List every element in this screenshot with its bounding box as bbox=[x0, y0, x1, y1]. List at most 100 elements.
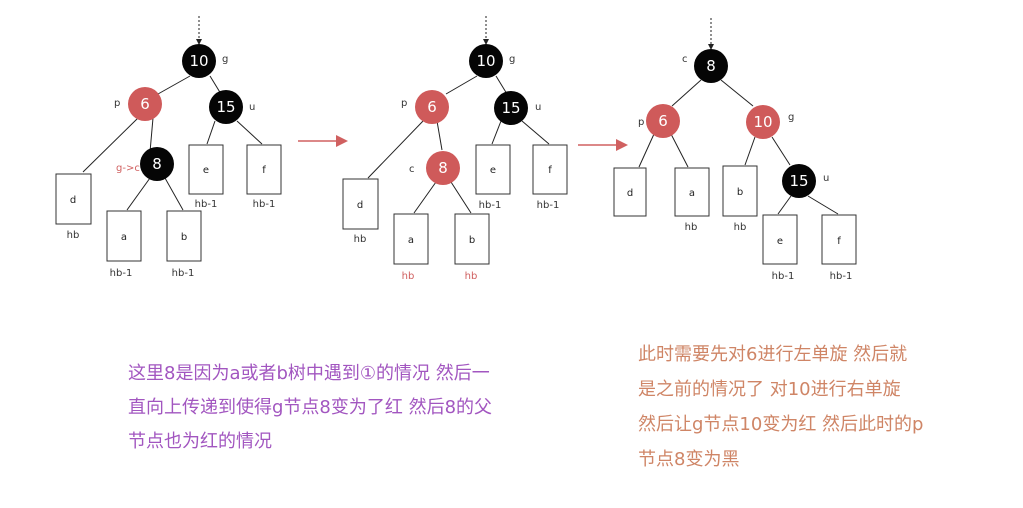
label-c: c bbox=[409, 164, 415, 175]
subtree-d bbox=[613, 167, 647, 217]
node-p bbox=[128, 87, 162, 121]
subtree-e bbox=[762, 214, 798, 265]
edge-g-p bbox=[157, 75, 191, 95]
node-u bbox=[209, 90, 243, 124]
subtree-f-height: hb-1 bbox=[253, 199, 276, 210]
tree-diagram-1: 10 g 6 p 15 u 8 g->c d hb e hb-1 f hb-1 … bbox=[55, 16, 282, 279]
subtree-d bbox=[55, 173, 92, 225]
subtree-d bbox=[342, 178, 379, 230]
edge-u-f bbox=[236, 120, 263, 145]
subtree-a-height: hb bbox=[685, 222, 698, 233]
subtree-e-height: hb-1 bbox=[772, 271, 795, 282]
node-g bbox=[182, 44, 216, 78]
edge-c-b bbox=[450, 181, 472, 214]
edge-x-a bbox=[126, 177, 151, 211]
subtree-b bbox=[722, 165, 758, 217]
label-u: u bbox=[249, 102, 255, 113]
label-g: g bbox=[222, 54, 228, 65]
subtree-f-label: f bbox=[837, 236, 841, 247]
node-c bbox=[694, 49, 728, 83]
edge-g-u bbox=[495, 75, 508, 95]
subtree-b-height: hb bbox=[734, 222, 747, 233]
subtree-d-label: d bbox=[70, 195, 76, 206]
subtree-f bbox=[821, 214, 857, 265]
subtree-e-height: hb-1 bbox=[479, 200, 502, 211]
note-line: 这里8是因为a或者b树中遇到①的情况 然后一 bbox=[128, 363, 490, 384]
edge-x-b bbox=[164, 177, 184, 211]
subtree-a-height: hb bbox=[402, 271, 415, 282]
note-line: 直向上传递到使得g节点8变为了红 然后8的父 bbox=[128, 397, 493, 418]
node-g-value: 10 bbox=[189, 52, 208, 70]
node-c bbox=[426, 151, 460, 185]
node-u bbox=[494, 91, 528, 125]
note-line: 节点也为红的情况 bbox=[128, 431, 272, 452]
subtree-d-label: d bbox=[627, 188, 633, 199]
subtree-e-label: e bbox=[203, 165, 209, 176]
label-g-to-c: g->c bbox=[116, 163, 140, 174]
subtree-d-label: d bbox=[357, 200, 363, 211]
subtree-b bbox=[454, 213, 490, 265]
subtree-f-label: f bbox=[548, 165, 552, 176]
edge-p-d bbox=[367, 119, 425, 179]
node-u-value: 15 bbox=[216, 98, 235, 116]
subtree-b bbox=[166, 210, 202, 262]
subtree-a bbox=[393, 213, 429, 265]
edge-u-e bbox=[491, 120, 502, 145]
node-x bbox=[140, 147, 174, 181]
note-line: 然后让g节点10变为红 然后此时的p bbox=[638, 414, 924, 435]
subtree-a-label: a bbox=[689, 188, 695, 199]
edge-u-e bbox=[777, 195, 792, 215]
edge-p-d bbox=[638, 133, 655, 168]
note-line: 节点8变为黑 bbox=[638, 449, 740, 470]
subtree-e-label: e bbox=[490, 165, 496, 176]
subtree-e bbox=[475, 144, 511, 195]
edge-p-c bbox=[436, 120, 443, 151]
tree-diagram-2: 10 g 6 p 15 u 8 c d hb e hb-1 f hb-1 a h… bbox=[342, 16, 568, 282]
node-g bbox=[746, 105, 780, 139]
subtree-f-height: hb-1 bbox=[537, 200, 560, 211]
edge-c-a bbox=[413, 181, 437, 214]
node-g-value: 10 bbox=[753, 113, 772, 131]
edge-p-x bbox=[149, 117, 154, 153]
edge-u-f bbox=[807, 195, 839, 215]
left-explanation-note: 这里8是因为a或者b树中遇到①的情况 然后一 直向上传递到使得g节点8变为了红 … bbox=[128, 357, 568, 459]
label-c: c bbox=[682, 54, 688, 65]
label-p: p bbox=[114, 98, 120, 109]
subtree-a-label: a bbox=[408, 235, 414, 246]
subtree-d-height: hb bbox=[354, 234, 367, 245]
edge-g-u bbox=[771, 136, 791, 166]
edge-u-f bbox=[521, 120, 550, 145]
node-c-value: 8 bbox=[706, 57, 716, 75]
note-line: 此时需要先对6进行左单旋 然后就 bbox=[638, 344, 908, 365]
subtree-e bbox=[188, 144, 224, 195]
label-g: g bbox=[509, 54, 515, 65]
node-p bbox=[415, 90, 449, 124]
label-p: p bbox=[638, 117, 644, 128]
subtree-b-height: hb bbox=[465, 271, 478, 282]
subtree-a bbox=[106, 210, 142, 262]
node-p-value: 6 bbox=[140, 95, 150, 113]
subtree-f-height: hb-1 bbox=[830, 271, 853, 282]
tree-diagram-3: 8 c 6 p 10 g 15 u d a hb b hb e hb-1 f h… bbox=[613, 18, 857, 282]
edge-u-e bbox=[206, 120, 216, 145]
subtree-a bbox=[674, 167, 710, 217]
edge-c-g bbox=[720, 79, 754, 107]
note-line: 是之前的情况了 对10进行右单旋 bbox=[638, 379, 901, 400]
node-c-value: 8 bbox=[438, 159, 448, 177]
edge-g-b bbox=[744, 136, 756, 166]
label-u: u bbox=[535, 102, 541, 113]
label-p: p bbox=[401, 98, 407, 109]
node-u-value: 15 bbox=[501, 99, 520, 117]
subtree-b-label: b bbox=[181, 232, 187, 243]
edge-p-a bbox=[670, 133, 689, 168]
label-g: g bbox=[788, 112, 794, 123]
subtree-f bbox=[532, 144, 568, 195]
subtree-b-height: hb-1 bbox=[172, 268, 195, 279]
subtree-a-height: hb-1 bbox=[110, 268, 133, 279]
edge-g-u bbox=[209, 75, 222, 95]
subtree-a-label: a bbox=[121, 232, 127, 243]
node-u bbox=[782, 164, 816, 198]
node-g-value: 10 bbox=[476, 52, 495, 70]
right-explanation-note: 此时需要先对6进行左单旋 然后就 是之前的情况了 对10进行右单旋 然后让g节点… bbox=[638, 337, 988, 477]
subtree-d-height: hb bbox=[67, 230, 80, 241]
